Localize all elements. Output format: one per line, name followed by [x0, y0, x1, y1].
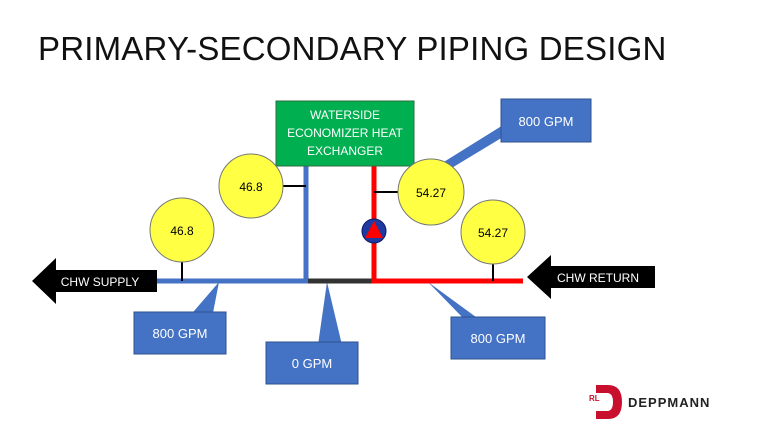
- flow-callout-return: 800 GPM: [450, 316, 546, 360]
- logo-wordmark: DEPPMANN: [628, 395, 711, 410]
- arrow-label: CHW SUPPLY: [61, 275, 139, 289]
- flow-callout-decoupler: 0 GPM: [265, 341, 359, 385]
- hx-label-line2: ECONOMIZER HEAT: [287, 126, 403, 140]
- sensor-value: 54.27: [478, 226, 508, 240]
- flow-callout-hx-branch: 800 GPM: [500, 98, 592, 143]
- slide-title: PRIMARY-SECONDARY PIPING DESIGN: [38, 30, 667, 67]
- callout-supply-pointer: [188, 282, 219, 318]
- flow-value: 0 GPM: [292, 356, 332, 371]
- sensor-value: 46.8: [239, 180, 263, 194]
- hx-label-line3: EXCHANGER: [307, 144, 383, 158]
- flow-value: 800 GPM: [519, 114, 574, 129]
- sensor-value: 46.8: [170, 224, 194, 238]
- heat-exchanger-box: [275, 100, 415, 167]
- chw-supply-arrow: CHW SUPPLY: [32, 258, 157, 304]
- logo-mark-letters: RL: [589, 394, 600, 403]
- deppmann-logo: RL DEPPMANN: [588, 383, 728, 423]
- sensor-value: 54.27: [416, 186, 446, 200]
- temperature-sensor-supply-left: 46.8: [149, 197, 215, 263]
- hx-label-line1: WATERSIDE: [310, 108, 380, 122]
- temperature-sensor-return-upper: 54.27: [397, 158, 465, 226]
- deppmann-logo-mark: RL: [589, 385, 622, 419]
- pump-icon: [361, 218, 387, 244]
- arrow-label: CHW RETURN: [557, 271, 639, 285]
- callout-decoupler-pointer: [318, 282, 342, 345]
- flow-callout-supply: 800 GPM: [133, 311, 227, 355]
- temperature-sensor-supply-upper: 46.8: [218, 153, 284, 219]
- flow-value: 800 GPM: [153, 326, 208, 341]
- callout-return-pointer: [428, 282, 480, 320]
- chw-return-arrow: CHW RETURN: [527, 255, 655, 299]
- temperature-sensor-return-right: 54.27: [460, 199, 526, 265]
- flow-value: 800 GPM: [471, 331, 526, 346]
